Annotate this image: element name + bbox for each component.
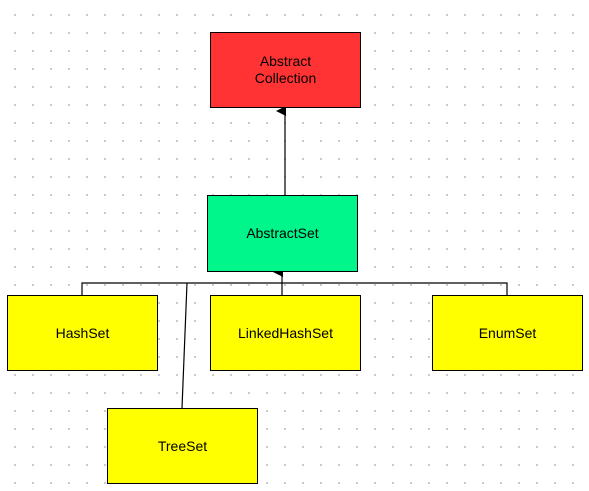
node-hash-set[interactable]: HashSet — [7, 295, 158, 371]
node-linked-hash-set-label: LinkedHashSet — [238, 324, 333, 341]
edge-hashset-branch — [81, 282, 282, 295]
node-tree-set[interactable]: TreeSet — [107, 408, 258, 484]
node-abstract-set[interactable]: AbstractSet — [207, 195, 358, 272]
node-enum-set[interactable]: EnumSet — [432, 295, 583, 371]
node-abstract-collection[interactable]: Abstract Collection — [210, 32, 361, 108]
node-enum-set-label: EnumSet — [478, 324, 537, 341]
node-abstract-set-label: AbstractSet — [246, 225, 319, 241]
edge-enumset-branch — [282, 282, 508, 295]
node-abstract-collection-label: Abstract Collection — [254, 53, 317, 86]
node-linked-hash-set[interactable]: LinkedHashSet — [210, 295, 361, 371]
edge-treeset-branch — [181, 282, 188, 409]
node-hash-set-label: HashSet — [55, 324, 110, 341]
node-tree-set-label: TreeSet — [157, 437, 208, 454]
